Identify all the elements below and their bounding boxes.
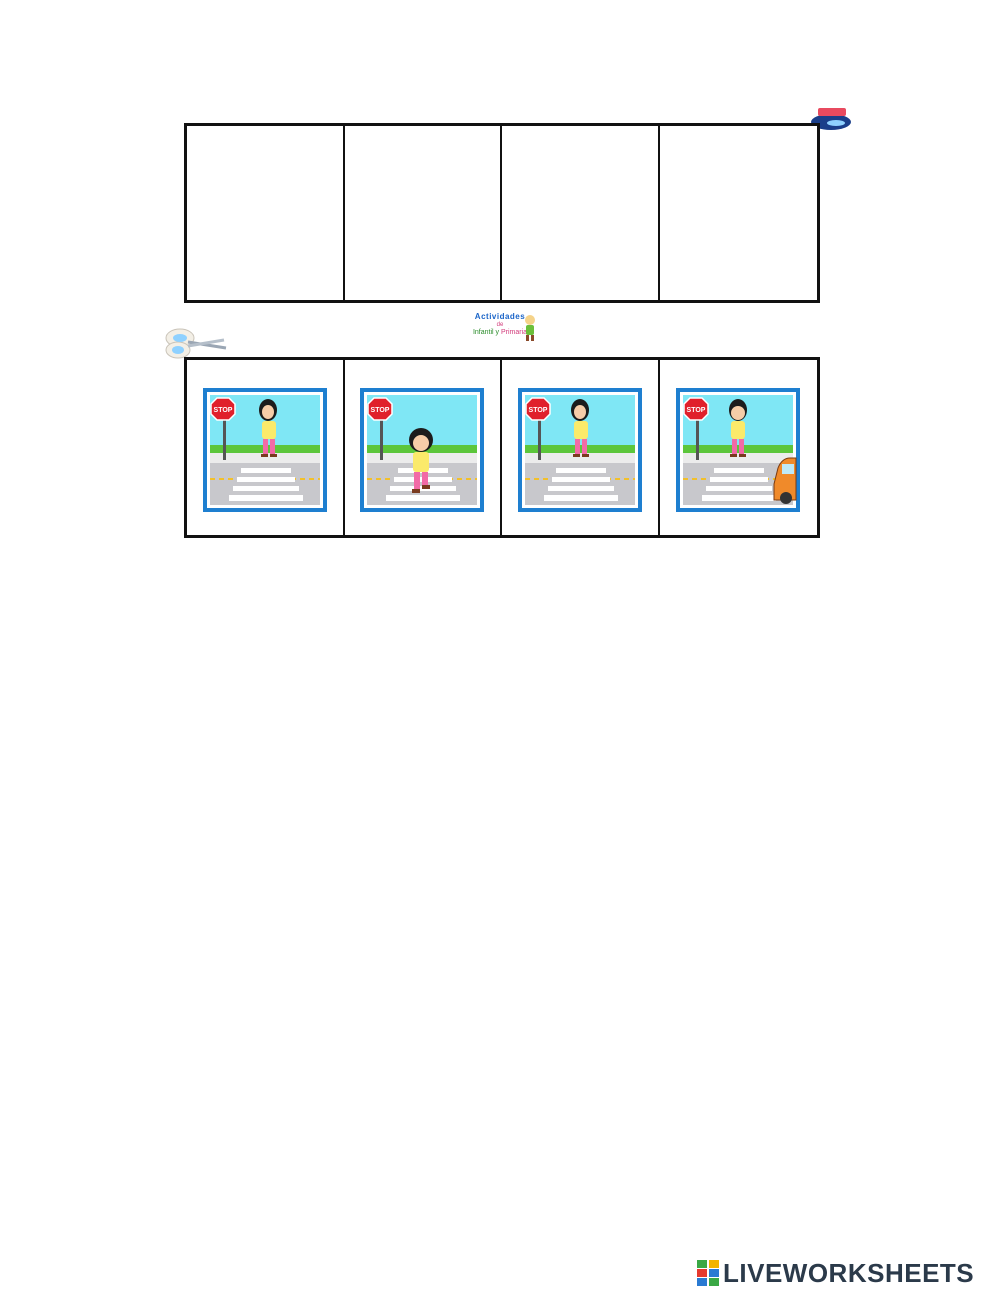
picture-card-4[interactable]: STOP	[660, 360, 818, 535]
mascot-icon	[525, 315, 535, 341]
drop-box-4[interactable]	[659, 126, 817, 300]
brand-line-2: de	[496, 322, 504, 328]
answer-drop-zone	[184, 123, 820, 303]
brand-line-3: Infantil y Primaria	[472, 329, 528, 336]
girl-at-crosswalk-looking-right-icon: STOP	[517, 388, 642, 512]
brand-line-1: Actividades	[474, 312, 526, 321]
drop-box-3[interactable]	[502, 126, 660, 300]
drop-box-1[interactable]	[187, 126, 345, 300]
drop-box-2[interactable]	[344, 126, 502, 300]
picture-cards-row: STOP STOP	[184, 357, 820, 538]
liveworksheets-logo: LIVEWORKSHEETS	[697, 1257, 975, 1288]
stop-sign-text: STOP	[687, 407, 706, 414]
picture-card-1[interactable]: STOP	[187, 360, 345, 535]
girl-waiting-car-passing-icon: STOP	[676, 388, 801, 512]
actividades-logo: Actividades de Infantil y Primaria	[452, 312, 548, 346]
liveworksheets-blocks-icon	[697, 1260, 719, 1286]
liveworksheets-wordmark: LIVEWORKSHEETS	[723, 1257, 975, 1288]
girl-crossing-street-icon: STOP	[360, 388, 485, 512]
stop-sign-text: STOP	[371, 407, 390, 414]
stop-sign-text: STOP	[213, 407, 232, 414]
girl-at-crosswalk-looking-left-icon: STOP	[202, 388, 327, 512]
picture-card-3[interactable]: STOP	[502, 360, 660, 535]
corner-logo-icon	[811, 108, 851, 130]
scissors-icon	[165, 328, 227, 359]
stop-sign-text: STOP	[528, 407, 547, 414]
picture-card-2[interactable]: STOP	[345, 360, 502, 535]
